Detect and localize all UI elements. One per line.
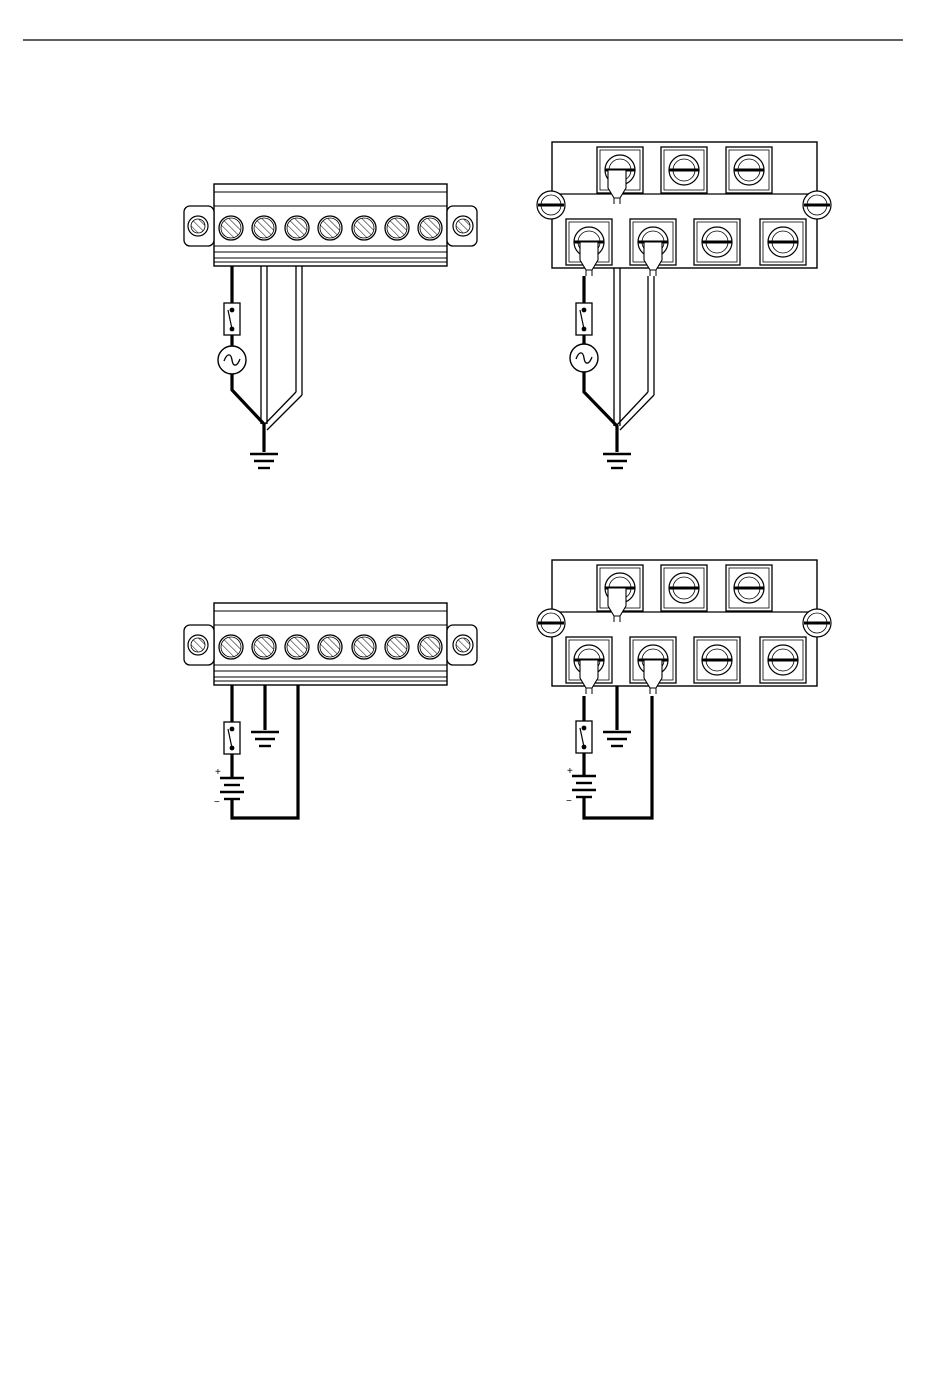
battery-minus-label: − [214, 797, 220, 808]
figure-dc-screw-terminal: + − [537, 560, 831, 818]
figure-dc-euro-block: + − [184, 603, 477, 818]
pluggable-terminal-block [184, 603, 477, 685]
terminal-lug [644, 660, 662, 694]
ground-icon [603, 454, 631, 468]
ground-icon [250, 454, 278, 468]
battery-plus-label: + [567, 766, 573, 777]
battery-icon [572, 776, 596, 797]
ac-source-icon [218, 346, 246, 374]
switch-icon [224, 722, 240, 754]
battery-plus-label: + [215, 767, 221, 778]
terminal-lug [644, 242, 662, 276]
terminal-lug [580, 242, 598, 276]
switch-icon [576, 303, 592, 335]
battery-minus-label: − [566, 796, 572, 807]
pluggable-terminal-block [184, 184, 477, 266]
figure-ac-screw-terminal [537, 142, 831, 468]
switch-icon [224, 303, 240, 335]
ground-icon [251, 732, 279, 746]
switch-icon [576, 721, 592, 753]
ac-source-icon [570, 344, 598, 372]
figure-ac-euro-block [184, 184, 477, 468]
terminal-lug [580, 660, 598, 694]
battery-icon [220, 778, 244, 799]
ground-icon [603, 732, 631, 746]
